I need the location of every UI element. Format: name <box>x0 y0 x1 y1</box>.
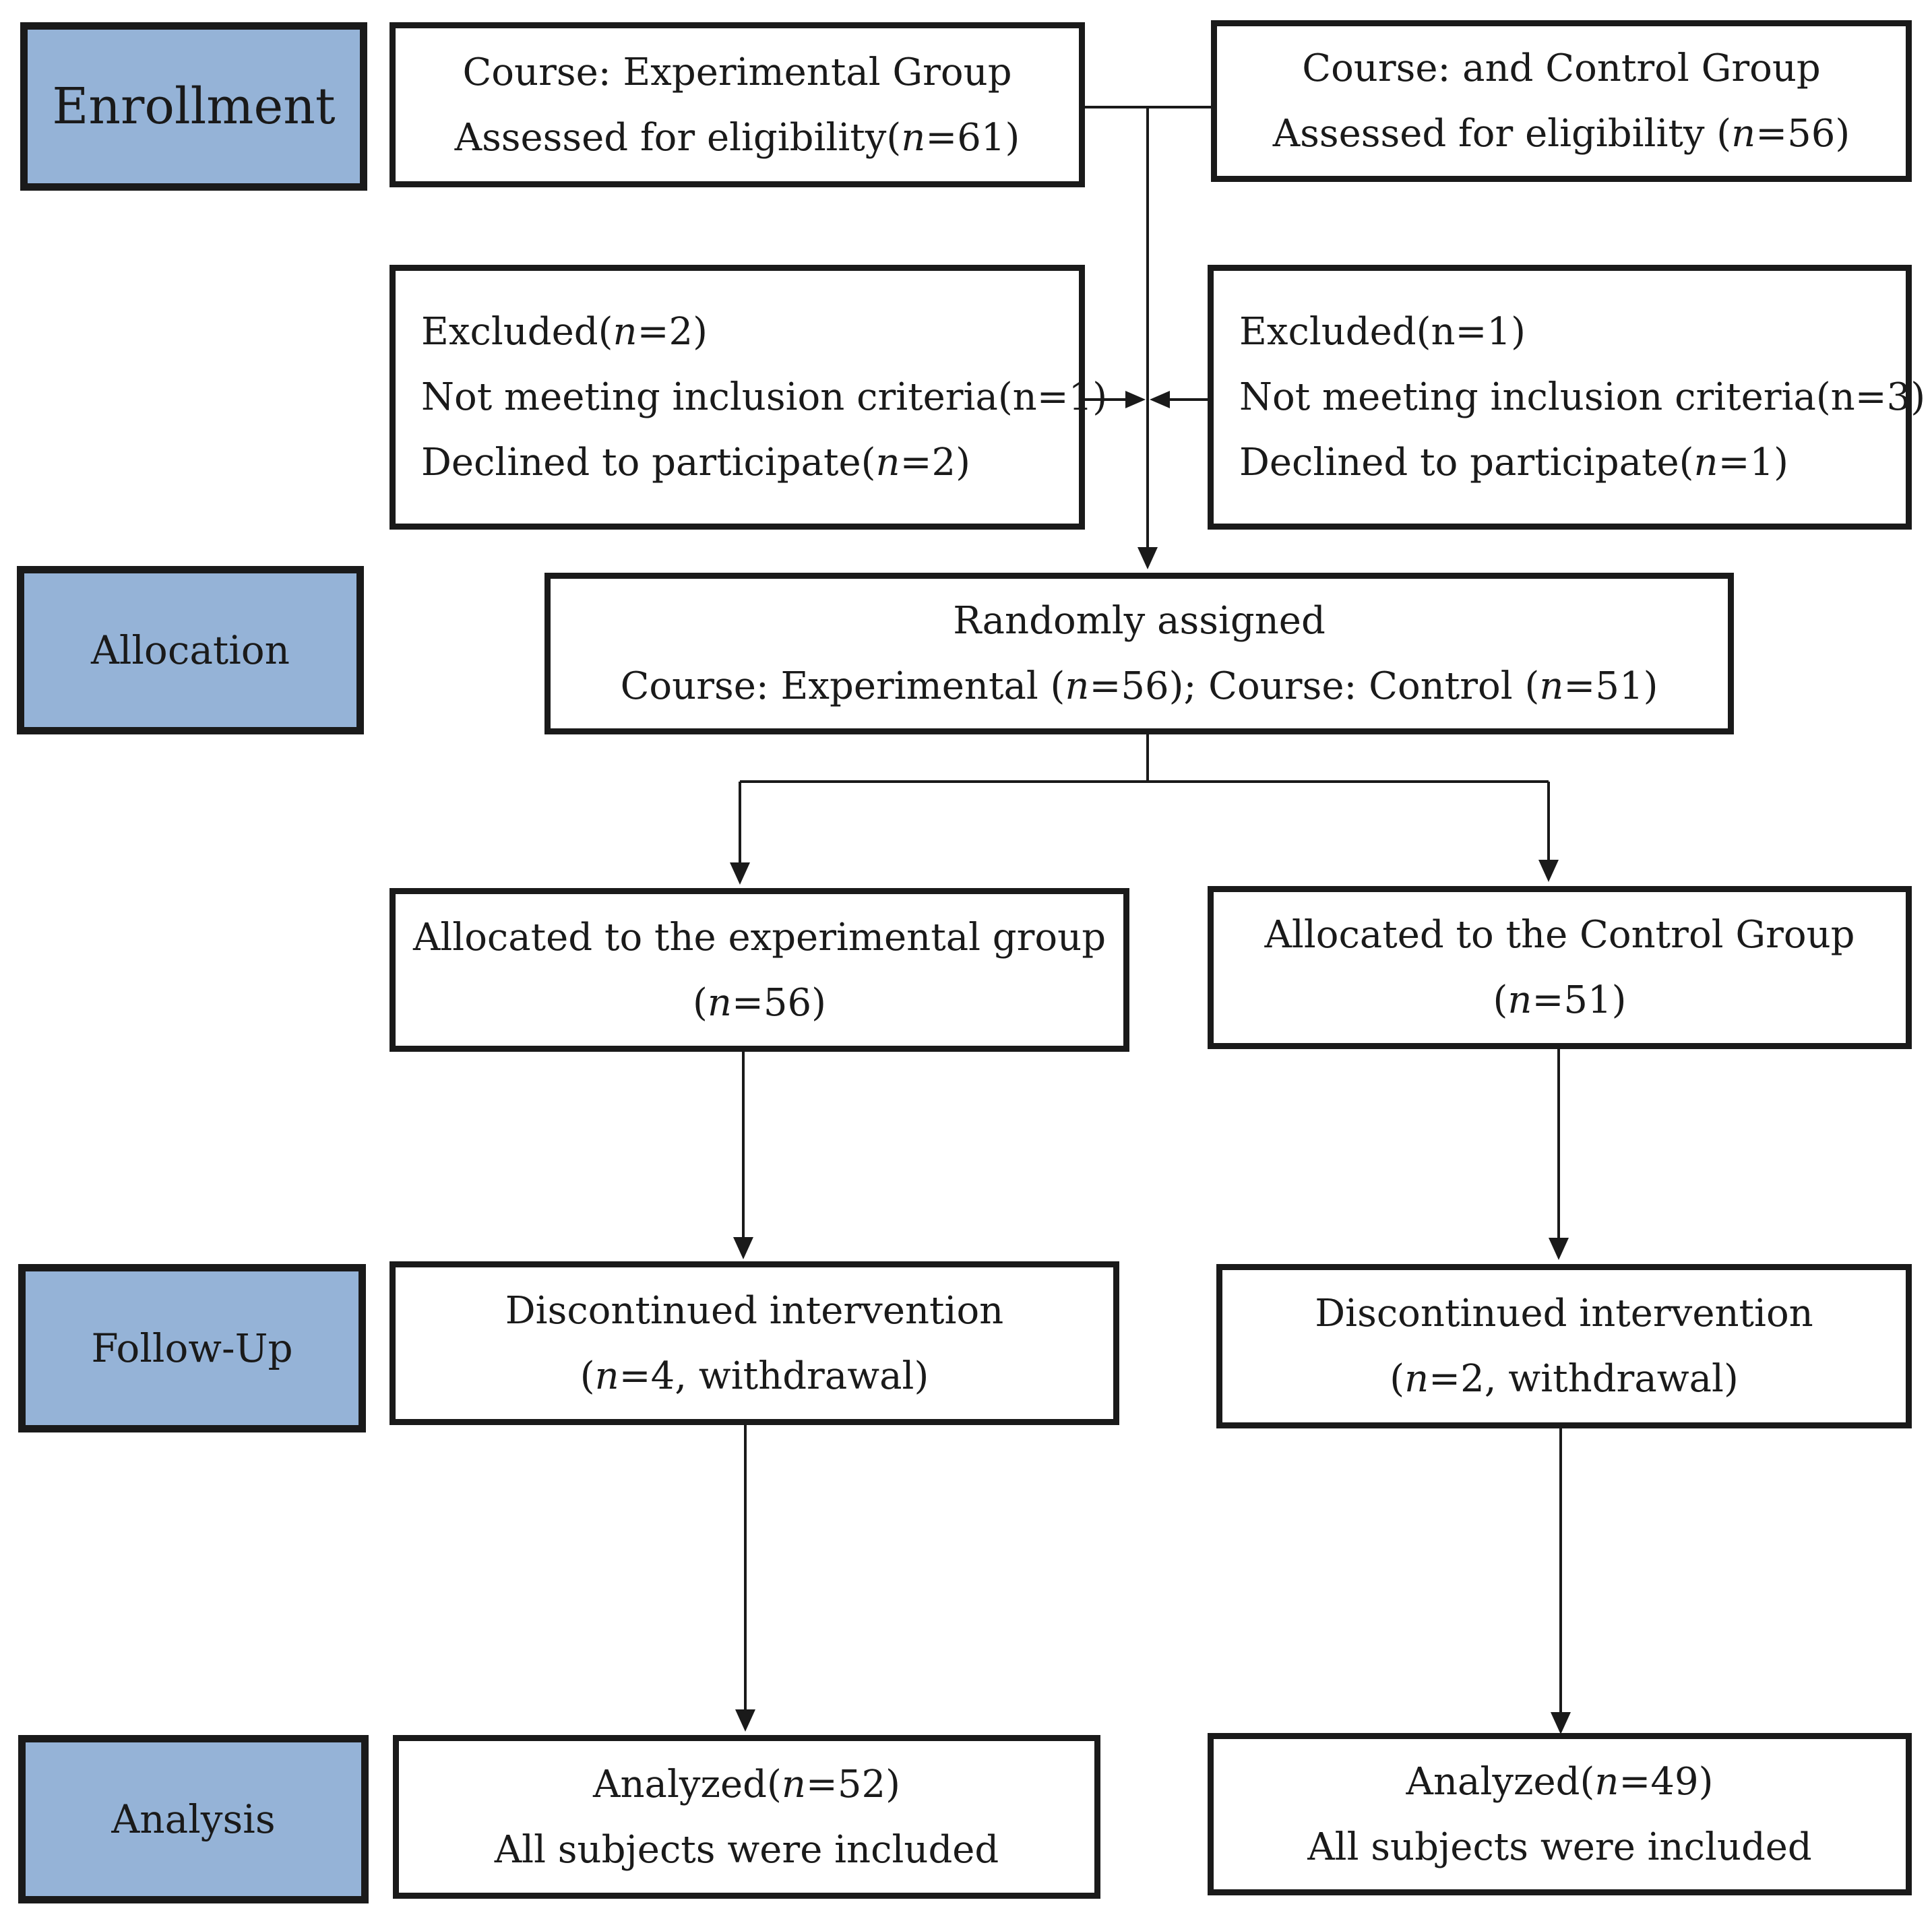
allocated-control-box: Allocated to the Control Group (n=51) <box>1208 886 1912 1049</box>
analysis-control-count: Analyzed(n=49) <box>1406 1759 1714 1804</box>
allocated-experimental-box: Allocated to the experimental group (n=5… <box>389 888 1129 1052</box>
exclusion-experimental-declined: Declined to participate(n=2) <box>421 441 970 484</box>
exclusion-control-declined: Declined to participate(n=1) <box>1239 441 1788 484</box>
randomization-title: Randomly assigned <box>953 599 1326 643</box>
followup-experimental-title: Discontinued intervention <box>505 1288 1004 1333</box>
analysis-experimental-count: Analyzed(n=52) <box>593 1762 900 1806</box>
analysis-experimental-box: Analyzed(n=52) All subjects were include… <box>393 1735 1100 1899</box>
arrow-to-analysis-control <box>1551 1712 1571 1734</box>
stage-analysis-label: Analysis <box>111 1796 276 1842</box>
exclusion-experimental-excluded: Excluded(n=2) <box>421 310 708 354</box>
stage-enrollment: Enrollment <box>20 22 367 191</box>
allocated-control-count: (n=51) <box>1493 978 1627 1022</box>
enrollment-control-title: Course: and Control Group <box>1302 46 1821 90</box>
exclusion-experimental-box: Excluded(n=2) Not meeting inclusion crit… <box>389 265 1108 530</box>
stage-follow-up: Follow-Up <box>18 1264 366 1432</box>
exclusion-control-excluded: Excluded(n=1) <box>1239 310 1526 354</box>
stage-follow-up-label: Follow-Up <box>91 1325 293 1371</box>
stage-analysis: Analysis <box>18 1735 369 1903</box>
arrow-to-allocated-experimental <box>730 862 750 885</box>
analysis-control-note: All subjects were included <box>1307 1825 1812 1869</box>
exclusion-control-not-meeting: Not meeting inclusion criteria(n=3) <box>1239 375 1926 419</box>
enrollment-experimental-box: Course: Experimental Group Assessed for … <box>389 22 1085 187</box>
randomization-box: Randomly assigned Course: Experimental (… <box>544 573 1734 734</box>
followup-control-count: (n=2, withdrawal) <box>1390 1357 1739 1401</box>
enrollment-control-box: Course: and Control Group Assessed for e… <box>1211 20 1912 182</box>
analysis-control-box: Analyzed(n=49) All subjects were include… <box>1208 1733 1912 1895</box>
arrow-to-analysis-experimental <box>735 1709 755 1732</box>
exclusion-experimental-not-meeting: Not meeting inclusion criteria(n=1) <box>421 375 1108 419</box>
followup-experimental-box: Discontinued intervention (n=4, withdraw… <box>389 1261 1119 1425</box>
arrow-to-randomization <box>1138 547 1158 569</box>
arrow-to-followup-control <box>1549 1238 1569 1260</box>
arrow-to-allocated-control <box>1538 860 1559 882</box>
followup-experimental-count: (n=4, withdrawal) <box>580 1354 929 1398</box>
exclusion-left-arrow <box>1125 391 1146 408</box>
followup-control-title: Discontinued intervention <box>1315 1292 1813 1335</box>
enrollment-control-count: Assessed for eligibility (n=56) <box>1272 112 1850 156</box>
allocated-experimental-count: (n=56) <box>693 980 826 1025</box>
exclusion-control-box: Excluded(n=1) Not meeting inclusion crit… <box>1208 265 1926 530</box>
analysis-experimental-note: All subjects were included <box>494 1827 999 1872</box>
stage-allocation: Allocation <box>17 566 364 734</box>
enrollment-experimental-count: Assessed for eligibility(n=61) <box>454 115 1020 160</box>
stage-enrollment-label: Enrollment <box>52 77 336 135</box>
arrow-to-followup-experimental <box>733 1237 753 1259</box>
allocated-experimental-title: Allocated to the experimental group <box>412 915 1107 959</box>
allocated-control-title: Allocated to the Control Group <box>1264 913 1855 957</box>
exclusion-right-arrow <box>1150 391 1170 408</box>
randomization-counts: Course: Experimental (n=56); Course: Con… <box>620 664 1658 708</box>
enrollment-experimental-title: Course: Experimental Group <box>462 50 1012 94</box>
stage-allocation-label: Allocation <box>90 627 290 673</box>
followup-control-box: Discontinued intervention (n=2, withdraw… <box>1216 1264 1912 1428</box>
